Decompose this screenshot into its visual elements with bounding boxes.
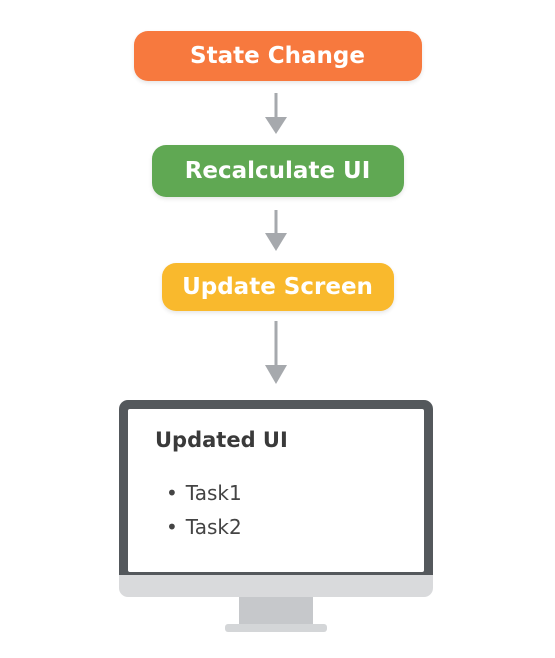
monitor-stand	[239, 597, 313, 624]
arrow-2	[265, 210, 287, 251]
step-recalculate-ui: Recalculate UI	[151, 145, 404, 197]
step-state-change: State Change	[133, 31, 422, 81]
bullet: •	[166, 481, 178, 505]
task-label: Task2	[185, 515, 242, 539]
monitor-screen	[128, 409, 424, 572]
list-item: • Task2	[166, 510, 242, 544]
monitor-chin	[119, 575, 433, 597]
bullet: •	[166, 515, 178, 539]
step-update-screen: Update Screen	[161, 263, 394, 311]
arrow-3	[265, 321, 287, 384]
monitor-base	[225, 624, 327, 632]
task-label: Task1	[185, 481, 242, 505]
task-list: • Task1 • Task2	[166, 476, 242, 544]
list-item: • Task1	[166, 476, 242, 510]
screen-title: Updated UI	[155, 428, 288, 452]
arrow-1	[265, 93, 287, 134]
